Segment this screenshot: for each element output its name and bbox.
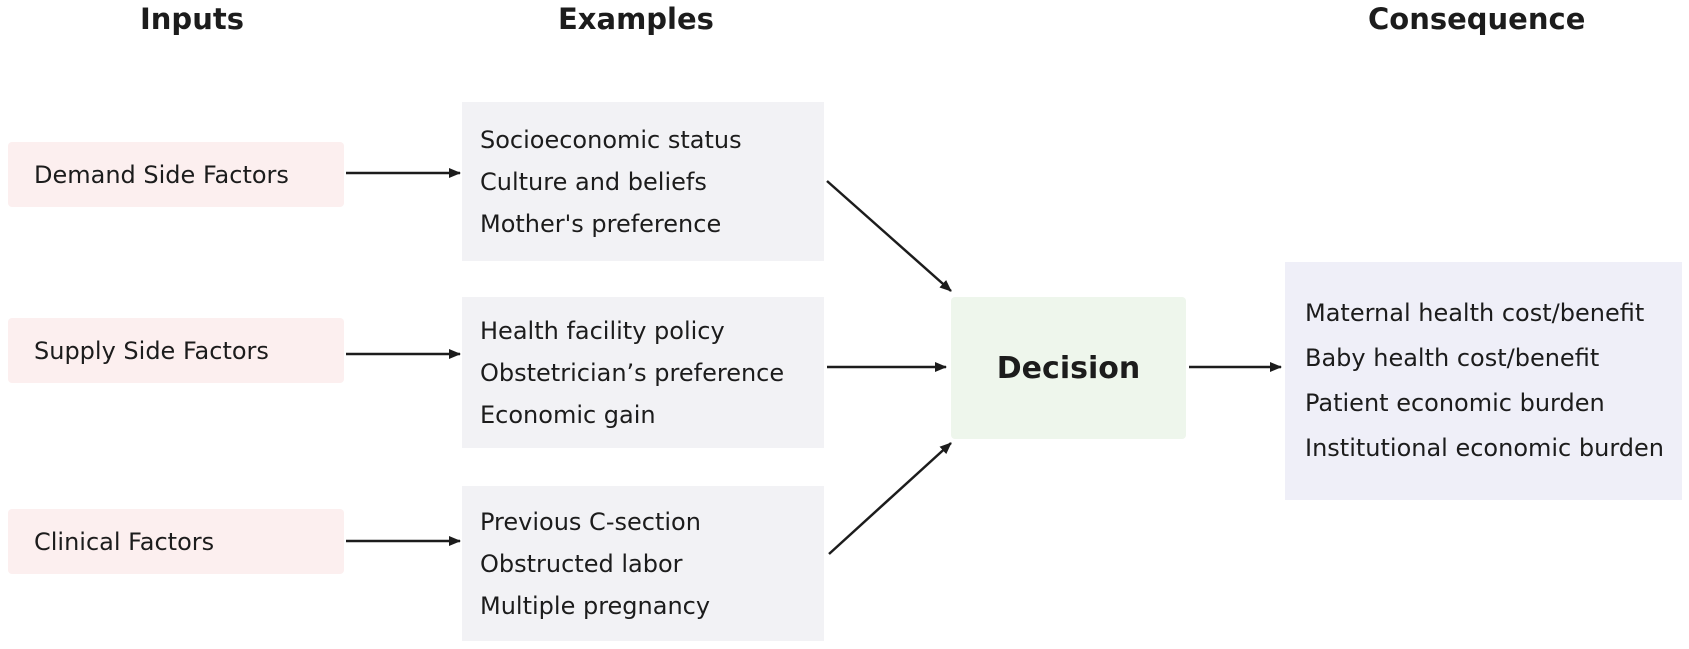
input-box-supply: Supply Side Factors [8,318,344,383]
example-item: Previous C-section [480,507,701,536]
input-box-demand: Demand Side Factors [8,142,344,207]
input-label-supply: Supply Side Factors [34,336,269,365]
example-item: Mother's preference [480,209,722,238]
arrow-clinical-examples-to-decision [828,442,952,555]
decision-label: Decision [996,350,1141,386]
example-item: Obstetrician’s preference [480,358,785,387]
example-item: Health facility policy [480,316,725,345]
example-item: Economic gain [480,400,656,429]
consequence-item: Baby health cost/benefit [1305,344,1600,372]
examples-box-clinical: Previous C-section Obstructed labor Mult… [462,486,824,641]
arrow-demand-examples-to-decision [826,180,952,292]
consequence-item: Maternal health cost/benefit [1305,299,1645,327]
decision-box: Decision [951,297,1186,439]
input-label-demand: Demand Side Factors [34,160,289,189]
example-item: Obstructed labor [480,549,683,578]
input-label-clinical: Clinical Factors [34,527,215,556]
consequence-item: Patient economic burden [1305,389,1605,417]
example-item: Culture and beliefs [480,167,707,196]
header-consequence: Consequence [1368,2,1586,36]
header-inputs: Inputs [140,2,244,36]
example-item: Socioeconomic status [480,125,742,154]
consequence-box: Maternal health cost/benefit Baby health… [1285,262,1682,500]
example-item: Multiple pregnancy [480,591,711,620]
examples-box-demand: Socioeconomic status Culture and beliefs… [462,102,824,261]
input-box-clinical: Clinical Factors [8,509,344,574]
examples-box-supply: Health facility policy Obstetrician’s pr… [462,297,824,448]
header-examples: Examples [558,2,714,36]
consequence-item: Institutional economic burden [1305,434,1664,462]
